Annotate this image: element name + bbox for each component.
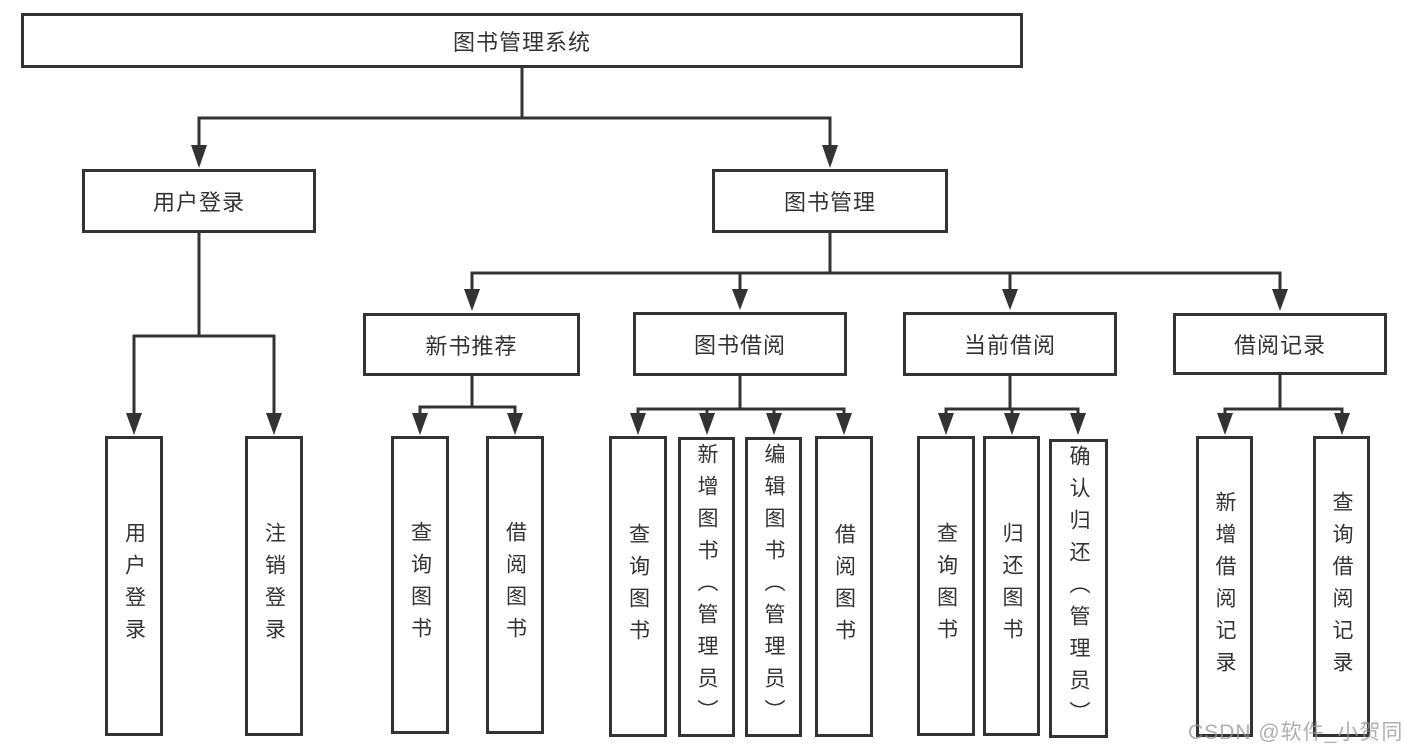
csdn-watermark: CSDN @软件_小贺同学 xyxy=(1188,721,1405,744)
leaf-add-borrow-record: 新增借阅记录 xyxy=(1196,436,1253,737)
leaf-query-books-recommend: 查询图书 xyxy=(391,436,449,734)
node-current-borrow: 当前借阅 xyxy=(903,312,1117,376)
leaf-query-books-current: 查询图书 xyxy=(917,436,975,736)
node-root-library-system: 图书管理系统 xyxy=(21,13,1023,68)
node-new-book-recommend: 新书推荐 xyxy=(363,313,580,376)
leaf-user-login: 用户登录 xyxy=(105,436,163,736)
leaf-borrow-books-recommend: 借阅图书 xyxy=(486,436,544,734)
leaf-return-books: 归还图书 xyxy=(983,436,1040,736)
leaf-confirm-return-admin: 确认归还（管理员） xyxy=(1049,439,1108,738)
leaf-logout: 注销登录 xyxy=(245,436,303,736)
leaf-borrow-books: 借阅图书 xyxy=(815,436,873,737)
leaf-query-borrow-record: 查询借阅记录 xyxy=(1313,436,1370,737)
node-user-login: 用户登录 xyxy=(82,169,316,233)
node-book-management: 图书管理 xyxy=(712,169,948,233)
leaf-edit-books-admin: 编辑图书（管理员） xyxy=(745,437,802,737)
node-book-borrow: 图书借阅 xyxy=(633,312,847,376)
leaf-add-books-admin: 新增图书（管理员） xyxy=(678,437,735,737)
leaf-query-books-borrow: 查询图书 xyxy=(609,436,667,737)
node-borrow-records: 借阅记录 xyxy=(1173,313,1387,375)
